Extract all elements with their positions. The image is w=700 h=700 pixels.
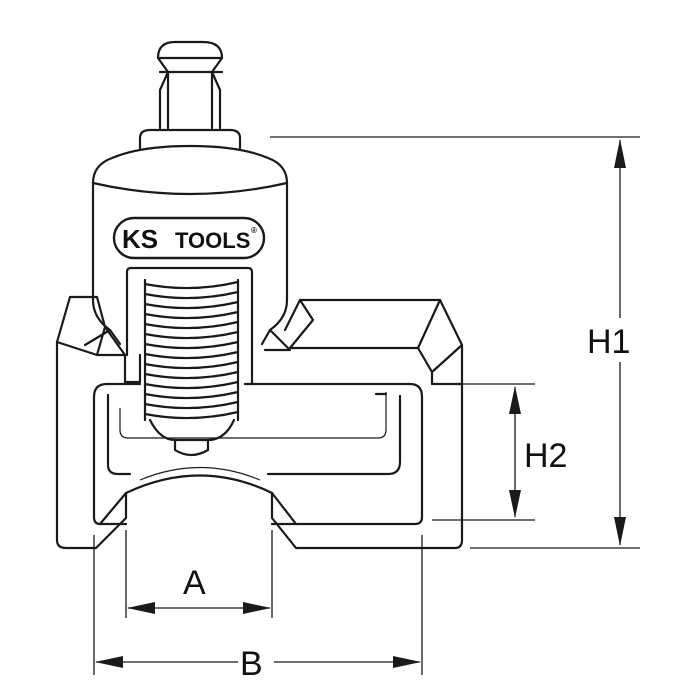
logo-ks: KS xyxy=(122,224,158,254)
collar-body xyxy=(83,144,292,386)
h2-arrow-bottom xyxy=(509,490,521,518)
base-left-top-bevel xyxy=(55,295,107,357)
hex-nut xyxy=(156,40,224,130)
thread-line xyxy=(143,380,240,390)
h1-label: H1 xyxy=(587,323,630,361)
collar-window xyxy=(125,266,254,386)
thread-line xyxy=(143,320,240,330)
dimension-h1: H1 xyxy=(270,136,645,549)
bolt-head xyxy=(138,40,242,150)
base-arch-inner xyxy=(139,466,261,481)
h2-arrow-top xyxy=(509,386,521,414)
h2-label-bg xyxy=(522,432,584,476)
collar-chamfer-right xyxy=(263,328,292,352)
logo-registered-mark: ® xyxy=(251,226,257,235)
collar-chamfer-left xyxy=(83,328,112,347)
h1-arrow-bottom xyxy=(614,517,626,546)
base-top-face-right xyxy=(288,298,464,386)
a-arrow-right xyxy=(243,602,271,614)
thread-line xyxy=(143,400,240,410)
thread-line xyxy=(143,300,240,310)
dimension-a: A xyxy=(125,530,273,618)
thread-line xyxy=(143,360,240,370)
b-label-bg xyxy=(238,642,274,682)
base-left-inner-step xyxy=(95,353,142,384)
logo-frame xyxy=(112,216,266,260)
base-arch-sides xyxy=(98,491,298,526)
b-arrow-right xyxy=(393,656,421,668)
threaded-spindle xyxy=(143,278,240,457)
thread-line xyxy=(143,330,240,340)
dimension-b: B xyxy=(93,535,423,683)
thread-line xyxy=(143,390,240,400)
ks-tools-logo: KS TOOLS ® xyxy=(112,216,266,260)
base-cavity-shelf xyxy=(119,392,387,439)
spindle-point xyxy=(173,438,210,457)
thread-line xyxy=(143,290,240,300)
h1-arrow-top xyxy=(614,139,626,168)
b-arrow-left xyxy=(95,656,123,668)
a-label: A xyxy=(183,564,206,602)
base-cavity-opening xyxy=(92,382,424,526)
base-cavity-back-wall xyxy=(106,393,402,476)
thread-line xyxy=(143,340,240,350)
hex-nut-faces xyxy=(158,56,224,130)
a-arrow-left xyxy=(127,602,155,614)
base-right-bevel xyxy=(430,343,464,374)
b-label: B xyxy=(240,645,263,683)
thread-line xyxy=(143,350,240,360)
spindle-tip xyxy=(148,418,236,442)
collar-top-edge xyxy=(91,181,289,196)
logo-tools: TOOLS xyxy=(175,228,250,253)
h1-label-bg xyxy=(585,318,645,362)
h2-label: H2 xyxy=(524,437,567,475)
thread-line xyxy=(143,280,240,290)
washer xyxy=(138,128,242,150)
base-outline xyxy=(55,298,464,550)
thread-line xyxy=(143,370,240,380)
thread-line xyxy=(143,310,240,320)
spindle-threads xyxy=(143,280,240,420)
base-top-ridge xyxy=(416,298,442,350)
thread-line xyxy=(143,410,240,420)
base-block xyxy=(55,295,464,550)
dimension-h2: H2 xyxy=(432,383,584,521)
